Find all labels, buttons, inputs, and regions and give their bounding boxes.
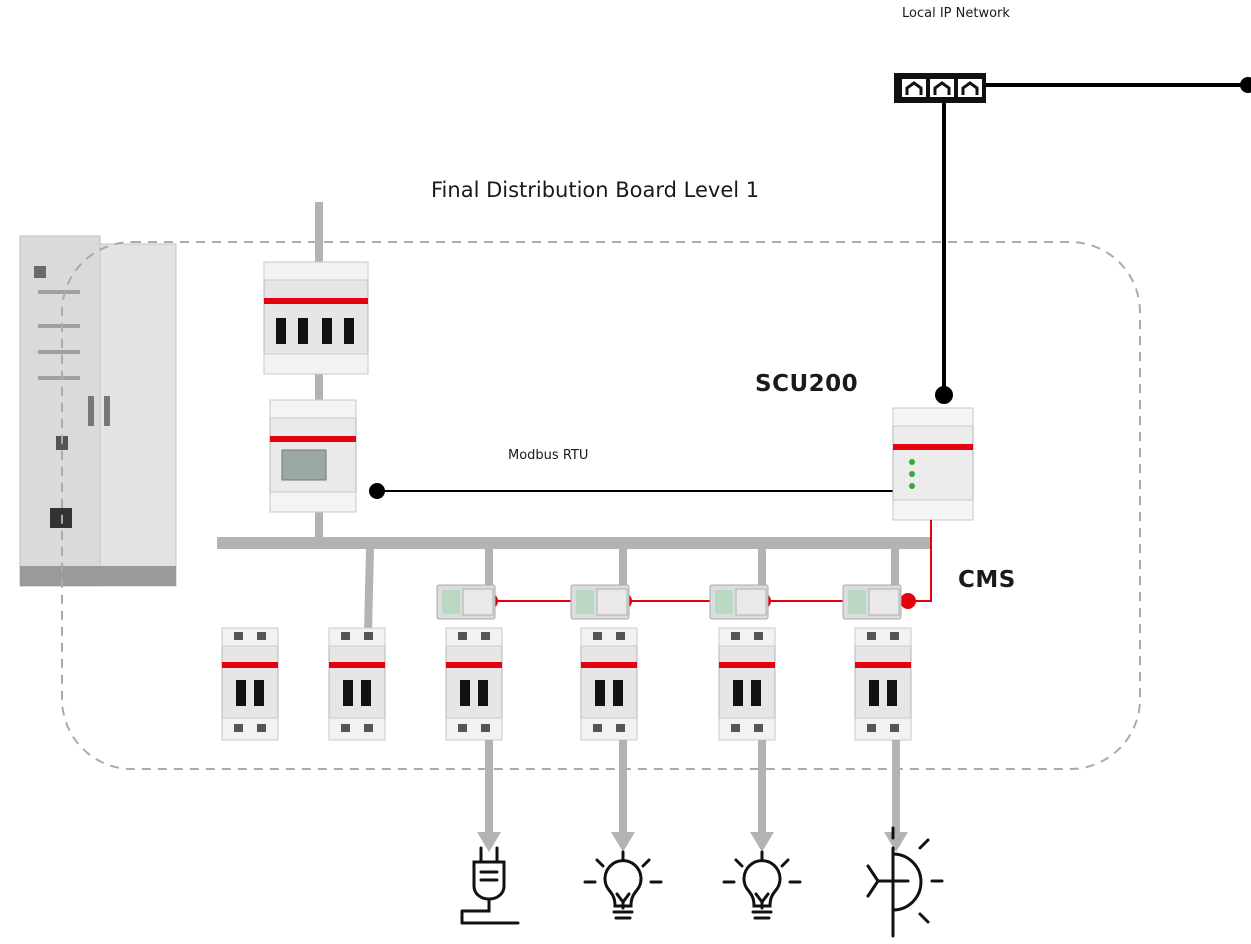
output-arrow	[611, 740, 635, 852]
output-arrow	[884, 740, 908, 852]
distribution-board-outline	[61, 241, 1141, 770]
board-title: Final Distribution Board Level 1	[431, 178, 760, 202]
feeder-breaker	[580, 627, 638, 741]
modbus-line	[369, 483, 894, 499]
four-pole-breaker	[263, 261, 369, 375]
feeder-breaker	[718, 627, 776, 741]
switchboard-cabinet	[19, 235, 177, 587]
power-plug-icon	[460, 846, 520, 925]
feeder-breaker	[445, 627, 503, 741]
controller-label: SCU200	[755, 371, 859, 397]
ethernet-switch	[894, 73, 986, 103]
network-label: Local IP Network	[902, 6, 1010, 21]
cms-sensor	[709, 584, 769, 620]
network-line	[935, 77, 1251, 404]
output-arrow	[750, 740, 774, 852]
energy-meter	[269, 399, 357, 513]
cms-sensor	[570, 584, 630, 620]
bus-label: Modbus RTU	[508, 448, 589, 463]
sensors-label: CMS	[958, 567, 1016, 593]
light-bulb-icon	[583, 850, 663, 920]
cms-sensor	[436, 584, 496, 620]
feeder-breaker	[221, 627, 279, 741]
output-arrow	[477, 740, 501, 852]
light-bulb-icon	[722, 850, 802, 920]
feeder-breaker	[328, 627, 386, 741]
scu200-unit	[892, 407, 974, 521]
feeder-breaker	[854, 627, 912, 741]
cms-sensor	[842, 584, 902, 620]
hvac-icon	[866, 826, 944, 938]
